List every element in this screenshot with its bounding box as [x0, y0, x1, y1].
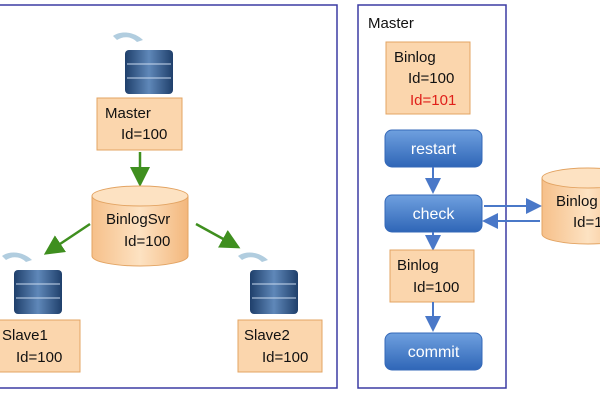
binlog-top-id: Id=100 [408, 70, 454, 87]
left-panel: Master Id=100 BinlogSvr Id=100 Slave1 Id… [0, 4, 338, 389]
slave2-id: Id=100 [262, 349, 308, 366]
commit-label: commit [408, 344, 460, 361]
master-title: Master [105, 105, 151, 122]
slave2-box [237, 319, 323, 373]
binlogsvr-title: BinlogSvr [106, 211, 170, 228]
binlogsvr-cylinder [91, 185, 189, 267]
check-label: check [413, 206, 456, 223]
slave2-title: Slave2 [244, 327, 290, 344]
binlogsvr-to-slave1-arrow [43, 222, 91, 255]
right-panel-title: Master [368, 15, 414, 32]
binlog-top-title: Binlog [394, 49, 436, 66]
slave1-server-icon [2, 252, 62, 314]
binlogsvr-to-slave2-arrow [195, 222, 241, 249]
slave1-box [0, 319, 81, 373]
slave2-server-icon [238, 252, 298, 314]
restart-label: restart [411, 141, 457, 158]
right-panel: Master Binlog Id=100 Id=101 restart chec… [357, 4, 507, 389]
master-server-icon [113, 32, 173, 94]
binlog-right-id: Id=1 [573, 214, 600, 231]
binlog-right-cylinder [541, 167, 600, 245]
master-box [96, 97, 183, 151]
binlog-mid-id: Id=100 [413, 279, 459, 296]
slave1-title: Slave1 [2, 327, 48, 344]
binlog-top-box [385, 41, 471, 115]
commit-button[interactable] [384, 332, 483, 371]
slave1-id: Id=100 [16, 349, 62, 366]
binlog-mid-title: Binlog [397, 257, 439, 274]
binlog-right-title: Binlog [556, 193, 598, 210]
master-id: Id=100 [121, 126, 167, 143]
binlog-top-id-new: Id=101 [410, 92, 456, 109]
binlogsvr-id: Id=100 [124, 233, 170, 250]
